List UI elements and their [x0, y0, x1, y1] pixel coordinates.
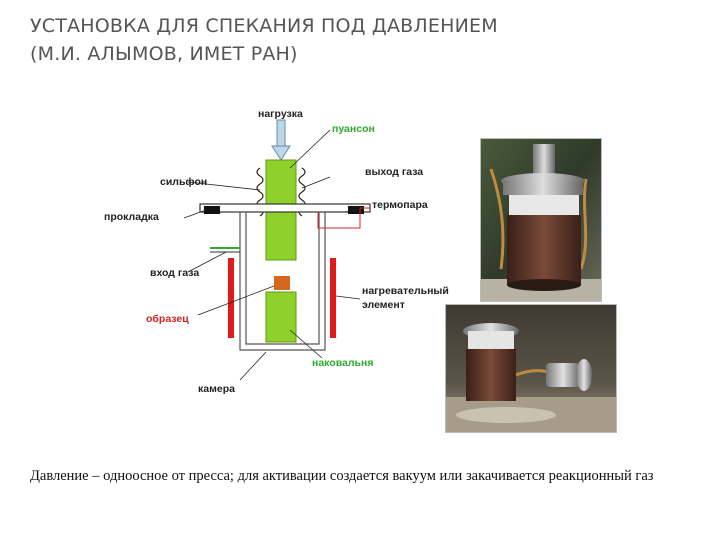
label-sample: образец [146, 313, 189, 325]
label-gasket: прокладка [104, 211, 159, 223]
label-punch: пуансон [332, 123, 375, 135]
slide-title-line-2: (М.И. АЛЫМОВ, ИМЕТ РАН) [30, 43, 298, 65]
anvil [265, 291, 297, 343]
thermocouple-wire [317, 207, 370, 229]
label-chamber: камера [198, 383, 235, 395]
sample [274, 276, 290, 290]
heater-left [228, 258, 234, 338]
label-anvil: наковальня [312, 357, 373, 369]
heater-right [330, 258, 336, 338]
gasket-left [204, 206, 220, 214]
label-gas-in: вход газа [150, 267, 199, 279]
label-thermocouple: термопара [372, 199, 428, 211]
setup-photo-vertical [480, 138, 602, 302]
top-plate [199, 203, 371, 213]
chamber [239, 212, 326, 351]
label-heater-line1: нагревательный [362, 285, 449, 297]
slide-title-line-1: УСТАНОВКА ДЛЯ СПЕКАНИЯ ПОД ДАВЛЕНИЕМ [30, 15, 498, 37]
label-heater-line2: элемент [362, 299, 405, 311]
caption-text: Давление – одноосное от пресса; для акти… [30, 468, 654, 484]
slide-title: УСТАНОВКА ДЛЯ СПЕКАНИЯ ПОД ДАВЛЕНИЕМ (М.… [30, 12, 690, 68]
sintering-setup-diagram: нагрузка пуансон сильфон выход газа прок… [104, 108, 449, 395]
label-gas-out: выход газа [365, 166, 423, 178]
setup-photo-horizontal [445, 304, 617, 433]
label-load: нагрузка [258, 108, 303, 120]
load-arrow [271, 119, 291, 161]
label-bellows: сильфон [160, 176, 207, 188]
